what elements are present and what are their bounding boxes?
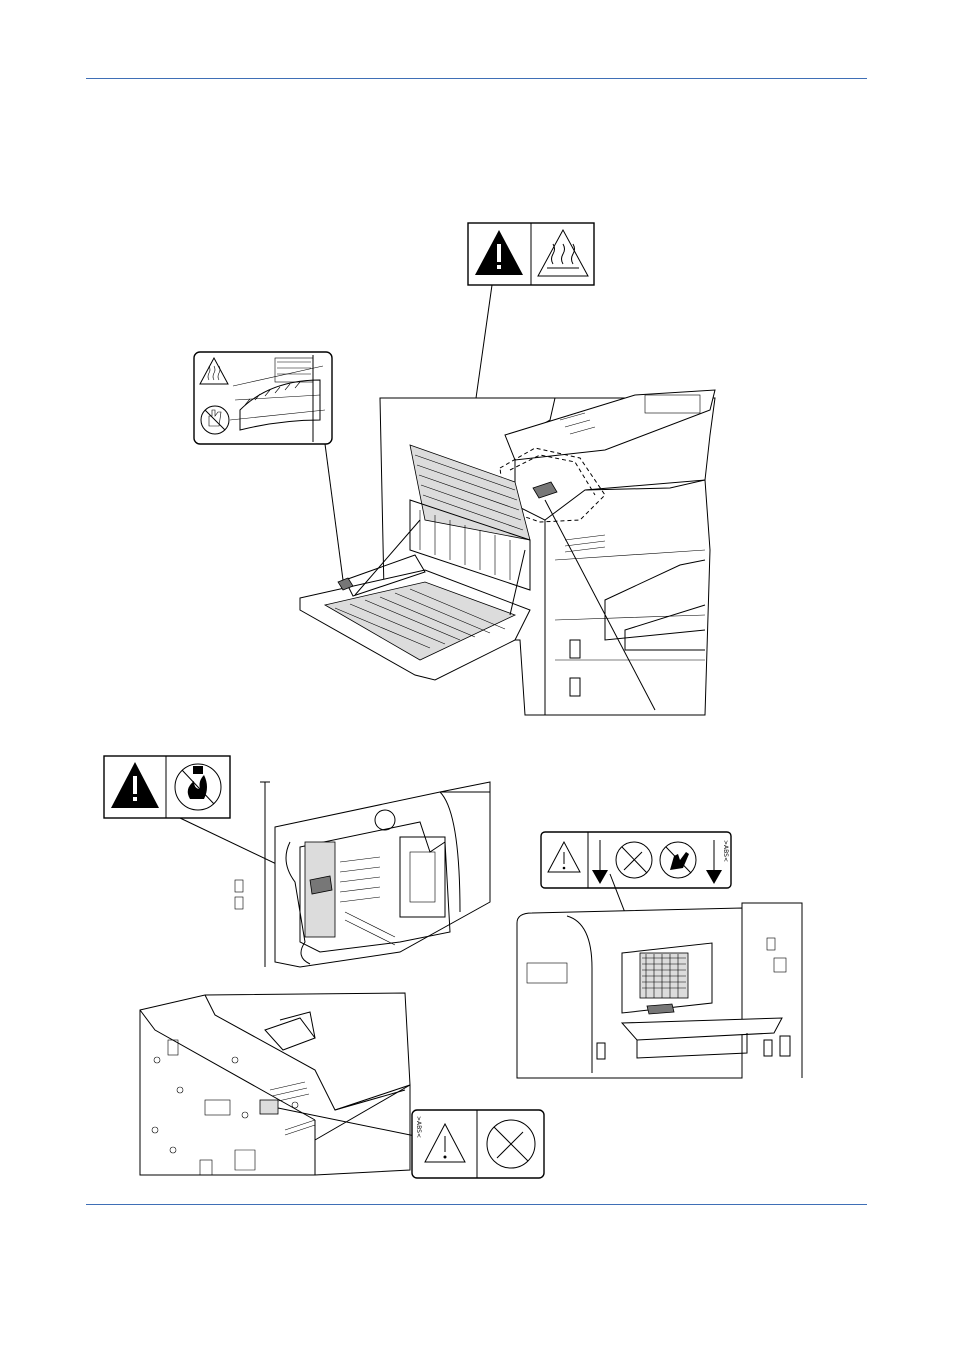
label-no-fire: [103, 755, 231, 819]
no-touch-hand-icon: [200, 405, 230, 435]
label-side-text: >ABS<: [722, 840, 729, 862]
figure-fuser-area: [185, 220, 745, 720]
no-fire-icon: [174, 763, 222, 811]
no-hand-icon: [659, 841, 697, 879]
processor-machine: [516, 902, 803, 1079]
label-side-text: >ABS<: [415, 1116, 422, 1138]
figure-rear-panel: >ABS<: [135, 990, 550, 1185]
rear-panel-machine: [139, 992, 411, 1176]
bottom-rule: [86, 1204, 867, 1205]
figure-document-processor: >ABS<: [512, 828, 812, 1086]
warning-triangle-icon: [475, 230, 523, 275]
label-no-touch-processor: >ABS<: [540, 831, 732, 889]
hot-surface-icon: [537, 228, 589, 277]
label-fuser-cover-inset: [193, 351, 333, 445]
no-finger-icon: [615, 841, 653, 879]
down-arrow-icon: [592, 840, 608, 884]
label-hot-surface: [467, 222, 595, 286]
toner-machine-interior: [234, 781, 491, 968]
down-arrow-icon: [706, 840, 722, 884]
machine-body-rear: [299, 389, 716, 716]
figure-toner-area: [100, 752, 500, 977]
top-rule: [86, 78, 867, 79]
label-no-touch-rear: >ABS<: [411, 1109, 545, 1179]
no-finger-icon: [486, 1119, 536, 1169]
warning-outline-icon: [424, 1122, 466, 1163]
hot-surface-icon: [199, 356, 229, 385]
warning-outline-icon: [547, 840, 581, 873]
warning-triangle-icon: [111, 762, 159, 808]
